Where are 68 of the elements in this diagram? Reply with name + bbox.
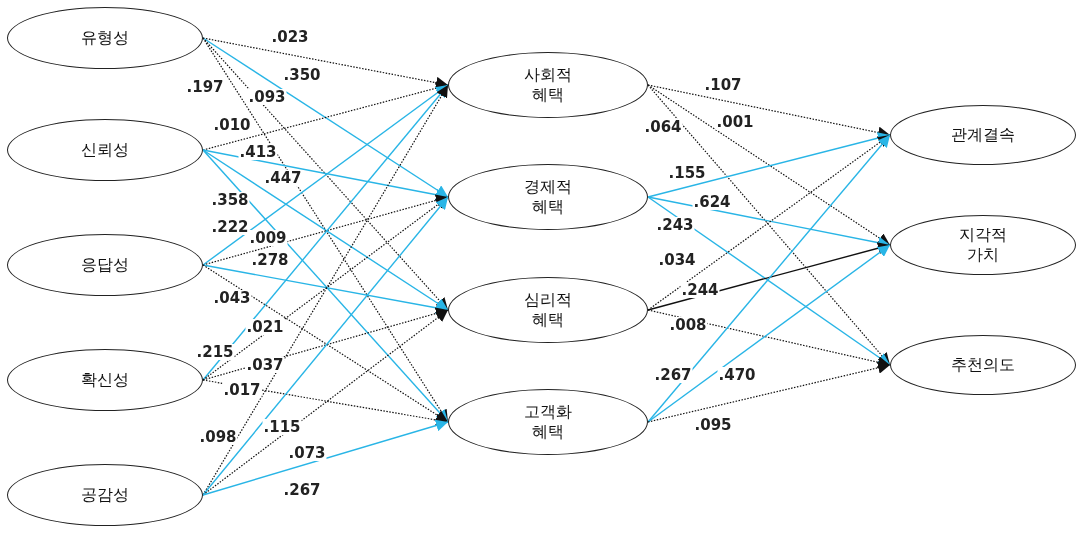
edge-label: .413 bbox=[238, 144, 278, 160]
arrow bbox=[202, 149, 449, 311]
edge-label: .197 bbox=[185, 79, 225, 95]
arrow bbox=[647, 196, 891, 366]
arrow bbox=[647, 132, 891, 198]
ellipse-node: 경제적 혜택 bbox=[448, 164, 648, 230]
edge-label: .043 bbox=[212, 290, 252, 306]
edge-label: .470 bbox=[717, 367, 757, 383]
edge-label: .155 bbox=[667, 165, 707, 181]
ellipse-node: 응답성 bbox=[7, 234, 203, 296]
arrow bbox=[647, 196, 891, 249]
arrow bbox=[647, 309, 891, 369]
edge-label: .267 bbox=[282, 482, 322, 498]
ellipse-node: 관계결속 bbox=[890, 105, 1076, 165]
edge-label: .278 bbox=[250, 252, 290, 268]
arrow bbox=[202, 149, 449, 201]
edge-label: .064 bbox=[643, 119, 683, 135]
edge-label: .008 bbox=[668, 317, 708, 333]
edge-label: .244 bbox=[680, 282, 720, 298]
edge-label: .350 bbox=[282, 67, 322, 83]
arrow bbox=[202, 264, 449, 423]
edge-label: .001 bbox=[715, 114, 755, 130]
edge-label: .021 bbox=[245, 319, 285, 335]
edge-label: .222 bbox=[210, 219, 250, 235]
edge-label: .017 bbox=[222, 382, 262, 398]
edge-label: .243 bbox=[655, 217, 695, 233]
edge-label: .095 bbox=[693, 417, 733, 433]
ellipse-node: 지각적 가치 bbox=[890, 215, 1076, 275]
ellipse-node: 심리적 혜택 bbox=[448, 277, 648, 343]
ellipse-node: 유형성 bbox=[7, 7, 203, 69]
edge-label: .624 bbox=[692, 194, 732, 210]
ellipse-node: 고객화 혜택 bbox=[448, 389, 648, 455]
edge-label: .093 bbox=[247, 89, 287, 105]
arrow bbox=[202, 37, 449, 198]
edge-label: .115 bbox=[262, 419, 302, 435]
edge-label: .215 bbox=[195, 344, 235, 360]
arrow bbox=[647, 84, 891, 366]
edge-label: .073 bbox=[287, 445, 327, 461]
arrow bbox=[647, 361, 891, 423]
arrow bbox=[202, 419, 449, 496]
edge-label: .098 bbox=[198, 429, 238, 445]
arrow bbox=[647, 242, 891, 311]
edge-label: .267 bbox=[653, 367, 693, 383]
arrow bbox=[202, 379, 449, 426]
arrow bbox=[202, 196, 449, 496]
edge-label: .034 bbox=[657, 252, 697, 268]
arrow bbox=[202, 37, 449, 311]
edge-label: .009 bbox=[248, 230, 288, 246]
arrow bbox=[202, 84, 449, 381]
edge-label: .107 bbox=[703, 77, 743, 93]
arrow bbox=[647, 84, 891, 139]
arrow bbox=[202, 309, 449, 496]
arrow bbox=[202, 149, 449, 423]
arrow bbox=[647, 244, 891, 423]
edge-label: .037 bbox=[245, 357, 285, 373]
arrow bbox=[647, 134, 891, 423]
ellipse-node: 공감성 bbox=[7, 464, 203, 526]
edge-label: .447 bbox=[263, 170, 303, 186]
arrow bbox=[202, 264, 449, 314]
edge-label: .010 bbox=[212, 117, 252, 133]
arrow bbox=[202, 84, 449, 266]
edge-label: .358 bbox=[210, 192, 250, 208]
ellipse-node: 추천의도 bbox=[890, 335, 1076, 395]
arrow bbox=[202, 196, 449, 381]
ellipse-node: 신뢰성 bbox=[7, 119, 203, 181]
ellipse-node: 사회적 혜택 bbox=[448, 52, 648, 118]
arrow bbox=[647, 134, 891, 311]
edge-label: .023 bbox=[270, 29, 310, 45]
